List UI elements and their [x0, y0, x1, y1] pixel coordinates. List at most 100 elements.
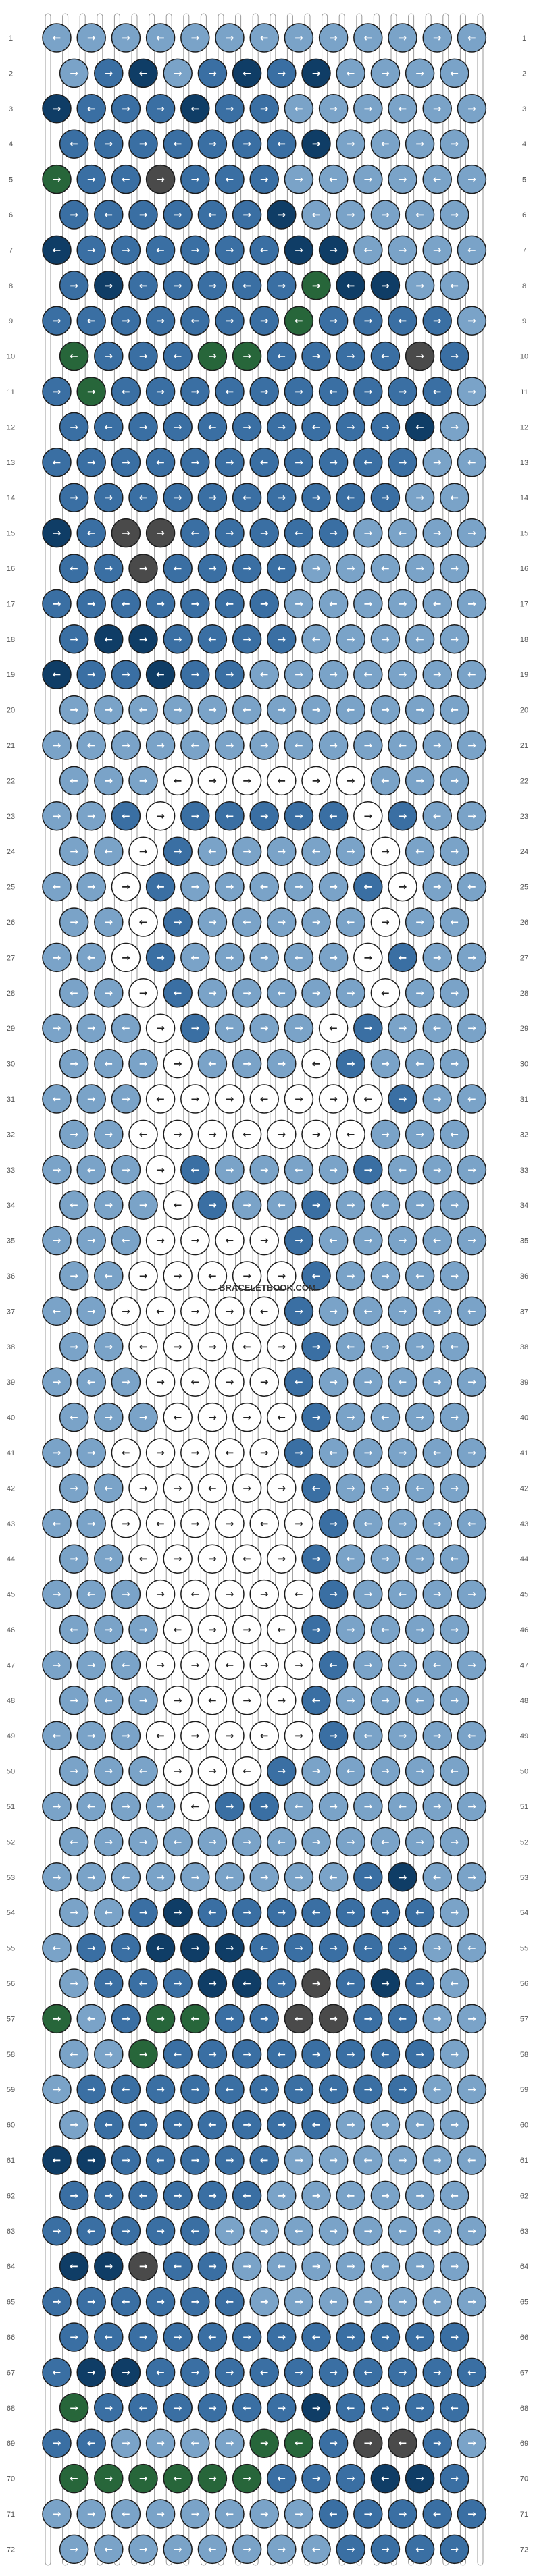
knot: →: [267, 2322, 297, 2352]
knot-circle: [336, 1544, 365, 1574]
knot-arrow: ←: [70, 1624, 78, 1636]
knot-circle: [284, 1225, 314, 1256]
knot: ←: [215, 2074, 245, 2104]
row-number-right: 26: [520, 919, 528, 927]
knot-arrow: →: [226, 1518, 234, 1530]
knot-circle: [111, 2428, 141, 2458]
knot-circle: [145, 2499, 176, 2529]
knot-arrow: →: [399, 1093, 407, 1105]
knot-arrow: ←: [243, 2189, 251, 2201]
knot: →: [284, 1296, 314, 1326]
knot: ←: [457, 2357, 487, 2388]
knot-arrow: ←: [226, 2508, 234, 2520]
knot-arrow: →: [329, 2012, 338, 2024]
knot-circle: [370, 1968, 401, 1998]
knot-arrow: →: [174, 209, 182, 221]
knot-arrow: →: [53, 1800, 61, 1813]
knot-circle: [249, 1721, 279, 1750]
knot-arrow: →: [226, 739, 234, 751]
knot-arrow: →: [278, 1270, 286, 1282]
knot-arrow: →: [329, 32, 338, 44]
knot: →: [318, 2216, 349, 2246]
knot: →: [42, 1367, 72, 1397]
knot-circle: [388, 377, 417, 406]
row-number-right: 5: [522, 176, 526, 184]
row-number-right: 16: [520, 565, 528, 573]
knot-arrow: →: [260, 315, 269, 327]
knot: →: [59, 2393, 89, 2423]
knot-arrow: →: [312, 1128, 321, 1140]
knot: →: [249, 1579, 279, 1609]
knot-arrow: →: [156, 1376, 165, 1388]
knot-circle: [76, 2428, 106, 2458]
knot-circle: [440, 200, 469, 230]
knot-circle: [301, 58, 331, 88]
row-number-right: 31: [520, 1096, 528, 1104]
row-number-right: 70: [520, 2475, 528, 2484]
knot-circle: [440, 2463, 469, 2494]
knot-arrow: →: [295, 881, 303, 893]
knot-circle: [370, 2463, 401, 2494]
knot: →: [249, 1650, 279, 1680]
knot: →: [405, 1190, 435, 1220]
knot: ←: [163, 1615, 193, 1644]
knot-circle: [163, 1190, 193, 1220]
knot: →: [370, 271, 401, 300]
knot-circle: [163, 2534, 193, 2565]
row-number-left: 70: [7, 2475, 15, 2484]
knot-circle: [405, 1261, 435, 1291]
knot: →: [111, 2145, 141, 2175]
knot-circle: [284, 2216, 314, 2246]
knot-arrow: ←: [415, 1270, 424, 1282]
knot-arrow: →: [70, 1553, 78, 1565]
knot-circle: [215, 1013, 245, 1043]
knot-arrow: ←: [226, 810, 234, 822]
knot-circle: [370, 1332, 401, 1362]
knot-arrow: →: [191, 810, 200, 822]
knot: →: [180, 1721, 210, 1750]
knot-circle: [94, 1190, 124, 1220]
knot-arrow: →: [347, 2260, 355, 2272]
knot: →: [318, 660, 349, 689]
knot-circle: [180, 1084, 210, 1114]
knot: →: [59, 2180, 89, 2211]
knot-arrow: →: [70, 1128, 78, 1140]
knot-arrow: →: [260, 1022, 269, 1034]
knot-circle: [76, 1721, 106, 1750]
knot-arrow: ←: [329, 1871, 338, 1883]
knot: →: [94, 271, 124, 300]
knot-circle: [336, 1898, 365, 1927]
knot-arrow: →: [312, 1624, 321, 1636]
knot: →: [318, 2428, 349, 2458]
knot: →: [94, 1615, 124, 1644]
knot-arrow: →: [191, 244, 200, 256]
knot-circle: [318, 94, 349, 124]
knot: →: [370, 483, 401, 512]
knot: ←: [318, 2499, 349, 2529]
knot-circle: [440, 1261, 469, 1291]
knot-circle: [76, 1367, 106, 1397]
knot-arrow: →: [260, 2225, 269, 2237]
knot-circle: [422, 2216, 452, 2246]
knot-circle: [145, 871, 176, 902]
row-number-left: 43: [7, 1520, 15, 1528]
knot: →: [128, 1261, 158, 1291]
knot-circle: [405, 271, 435, 300]
knot-circle: [267, 624, 297, 654]
knot-circle: [42, 1509, 72, 1538]
knot: →: [422, 660, 452, 689]
knot: ←: [422, 1650, 452, 1680]
knot-circle: [422, 2286, 452, 2317]
knot: ←: [163, 2251, 193, 2281]
knot: ←: [180, 2428, 210, 2458]
knot-circle: [440, 1190, 469, 1220]
knot-arrow: ←: [467, 456, 476, 468]
knot-circle: [405, 200, 435, 230]
knot-arrow: →: [467, 1659, 476, 1671]
knot-arrow: ←: [312, 1482, 321, 1494]
knot-circle: [111, 2499, 141, 2529]
knot-arrow: →: [174, 67, 182, 79]
knot-arrow: →: [139, 2473, 148, 2485]
knot: →: [267, 1968, 297, 1998]
knot-arrow: →: [53, 951, 61, 963]
